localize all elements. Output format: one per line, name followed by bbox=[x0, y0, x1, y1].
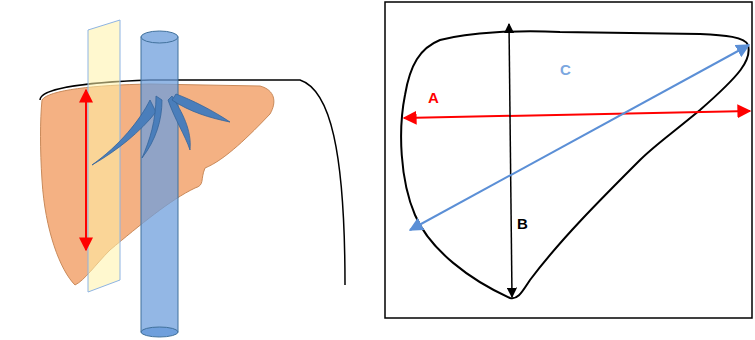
height-arrow bbox=[85, 90, 87, 250]
body-outline bbox=[40, 80, 345, 285]
dimension-c bbox=[410, 45, 749, 230]
panel-frame bbox=[385, 2, 752, 318]
vena-cava bbox=[141, 37, 178, 332]
hepatic-veins bbox=[92, 94, 230, 165]
vena-cava-bottom bbox=[141, 327, 178, 337]
vena-cava-top bbox=[141, 31, 178, 43]
liver-section bbox=[401, 31, 749, 298]
dimension-label: C bbox=[560, 62, 571, 77]
dimension-a bbox=[404, 111, 750, 118]
dimension-b bbox=[509, 24, 512, 297]
dimension-label: B bbox=[517, 216, 528, 231]
dimension-label: A bbox=[428, 90, 439, 105]
